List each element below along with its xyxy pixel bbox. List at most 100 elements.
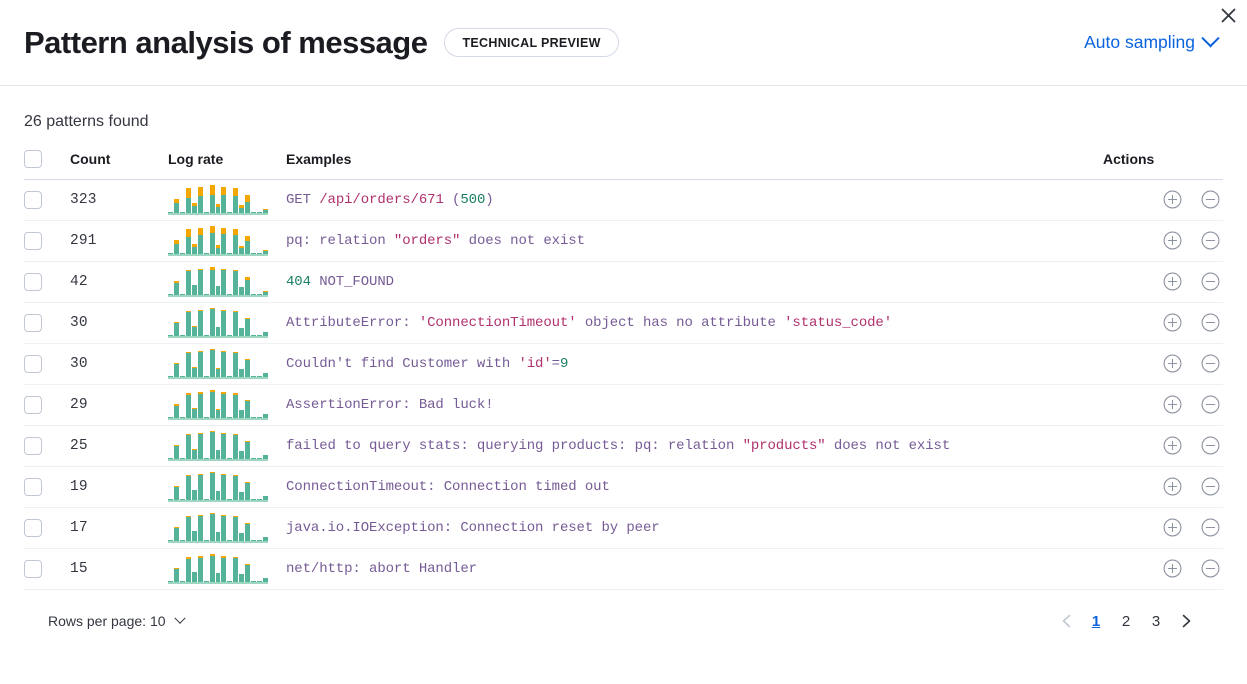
sparkline-bar-orange: [209, 389, 215, 392]
sparkline-bar-orange: [221, 514, 227, 516]
filter-out-value-button[interactable]: [1197, 268, 1223, 294]
sparkline-bar-orange: [197, 309, 203, 311]
column-header-examples[interactable]: Examples: [286, 150, 1103, 180]
row-checkbox[interactable]: [24, 355, 42, 373]
row-checkbox[interactable]: [24, 437, 42, 455]
log-rate-sparkline[interactable]: [168, 512, 268, 543]
filter-for-value-button[interactable]: [1159, 555, 1185, 581]
filter-out-value-button[interactable]: [1197, 473, 1223, 499]
filter-out-value-button[interactable]: [1197, 186, 1223, 212]
log-rate-sparkline[interactable]: [168, 389, 268, 420]
sparkline-bar-orange: [245, 194, 251, 202]
sparkline-bar-teal: [233, 516, 239, 541]
log-rate-sparkline[interactable]: [168, 471, 268, 502]
row-count: 291: [70, 220, 168, 262]
row-checkbox[interactable]: [24, 519, 42, 537]
filter-out-value-button[interactable]: [1197, 432, 1223, 458]
sparkline-bar: [245, 522, 251, 541]
sparkline-bar: [185, 392, 191, 418]
filter-out-value-button[interactable]: [1197, 309, 1223, 335]
sparkline-bar-teal: [185, 197, 191, 213]
log-rate-sparkline[interactable]: [168, 348, 268, 379]
sparkline-bar-teal: [251, 334, 257, 336]
row-checkbox[interactable]: [24, 191, 42, 209]
sparkline-bar-teal: [245, 201, 251, 213]
log-rate-sparkline[interactable]: [168, 430, 268, 461]
sparkline-bar-teal: [227, 498, 233, 500]
close-icon[interactable]: [1215, 2, 1241, 28]
sparkline-bar-teal: [215, 490, 221, 500]
pagination-page-1[interactable]: 1: [1091, 612, 1101, 630]
sparkline-bar: [257, 252, 262, 254]
sparkline-bar: [215, 408, 221, 418]
filter-for-value-button[interactable]: [1159, 350, 1185, 376]
sparkline-bar: [197, 391, 203, 418]
column-header-count[interactable]: Count: [70, 150, 168, 180]
filter-out-value-button[interactable]: [1197, 350, 1223, 376]
row-checkbox[interactable]: [24, 232, 42, 250]
sparkline-bar-orange: [233, 433, 239, 435]
rows-per-page-selector[interactable]: Rows per page: 10: [34, 612, 186, 629]
sparkline-bar: [227, 375, 233, 377]
filter-for-value-button[interactable]: [1159, 391, 1185, 417]
filter-for-value-button[interactable]: [1159, 268, 1185, 294]
sparkline-bar: [251, 375, 257, 377]
log-rate-sparkline[interactable]: [168, 553, 268, 584]
sparkline-bar-teal: [227, 293, 233, 295]
sparkline-bar: [245, 481, 251, 500]
row-checkbox[interactable]: [24, 273, 42, 291]
log-rate-sparkline[interactable]: [168, 307, 268, 338]
row-checkbox[interactable]: [24, 314, 42, 332]
row-actions-cell: [1103, 507, 1223, 549]
sparkline-bar: [173, 403, 179, 418]
example-token-num: 9: [559, 356, 569, 372]
row-checkbox[interactable]: [24, 396, 42, 414]
filter-out-value-button[interactable]: [1197, 227, 1223, 253]
sparkline-bar: [179, 580, 185, 582]
log-rate-sparkline[interactable]: [168, 225, 268, 256]
filter-for-value-button[interactable]: [1159, 514, 1185, 540]
sparkline-bar-teal: [263, 454, 268, 459]
sparkline-bar-orange: [185, 474, 191, 476]
sparkline-bar-orange: [221, 432, 227, 434]
sparkline-bar-teal: [168, 539, 173, 541]
pagination-next-button[interactable]: [1173, 608, 1199, 634]
log-rate-sparkline[interactable]: [168, 184, 268, 215]
example-token-plain: java.io.IOException: Connection reset by…: [286, 520, 660, 536]
pagination-page-2[interactable]: 2: [1121, 612, 1131, 630]
sparkline-bar-teal: [203, 580, 209, 582]
filter-for-value-button[interactable]: [1159, 227, 1185, 253]
sparkline-bar-teal: [251, 580, 257, 582]
sparkline-bar-orange: [263, 249, 268, 251]
sparkline-bar-orange: [197, 555, 203, 558]
row-log-rate-cell: [168, 179, 286, 221]
filter-out-value-button[interactable]: [1197, 514, 1223, 540]
pagination-page-3[interactable]: 3: [1151, 612, 1161, 630]
row-checkbox[interactable]: [24, 478, 42, 496]
filter-for-value-button[interactable]: [1159, 309, 1185, 335]
sparkline-bar: [233, 187, 239, 213]
table-row: 17 java.io.IOException: Connection reset …: [24, 507, 1223, 549]
column-header-log-rate[interactable]: Log rate: [168, 150, 286, 180]
sparkline-bar: [263, 413, 268, 418]
filter-for-value-button[interactable]: [1159, 186, 1185, 212]
filter-for-value-button[interactable]: [1159, 473, 1185, 499]
select-all-checkbox[interactable]: [24, 150, 42, 168]
sparkline-bar: [191, 284, 197, 295]
filter-out-value-button[interactable]: [1197, 391, 1223, 417]
row-count: 17: [70, 507, 168, 549]
pagination-prev-button[interactable]: [1053, 608, 1079, 634]
sparkline-bar-teal: [239, 327, 245, 336]
row-checkbox[interactable]: [24, 560, 42, 578]
filter-for-value-button[interactable]: [1159, 432, 1185, 458]
row-count: 323: [70, 179, 168, 221]
auto-sampling-dropdown[interactable]: Auto sampling: [1084, 29, 1223, 53]
log-rate-sparkline[interactable]: [168, 266, 268, 297]
sparkline-bar: [179, 416, 185, 418]
sparkline-bar-teal: [245, 523, 251, 541]
filter-out-value-button[interactable]: [1197, 555, 1223, 581]
sparkline-bar: [209, 471, 215, 500]
sparkline-bar: [209, 184, 215, 213]
sparkline-bar: [233, 351, 239, 377]
